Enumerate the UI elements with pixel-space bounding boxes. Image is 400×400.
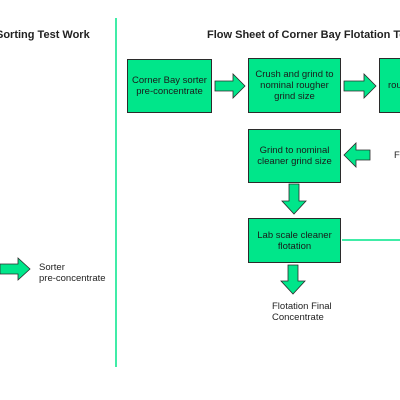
cleaner-grind-box: Grind to nominal cleaner grind size [248,129,341,183]
arrow-sorter-to-rougher-grind [214,73,246,99]
final-concentrate-label: Flotation Final Concentrate [272,301,332,323]
arrow-into-cleaner-grind [343,142,371,168]
partial-feed-label: F [394,150,400,161]
sorter-preconcentrate-label: Sorter pre-concentrate [39,262,106,284]
left-panel-title: Sorting Test Work [0,29,90,41]
cleaner-flotation-box: Lab scale cleaner flotation [248,218,341,263]
arrow-to-sorter-output [0,257,31,281]
sorter-feed-box: Corner Bay sorter pre-concentrate [127,59,212,113]
arrow-cleaner-flotation-to-final-concentrate [280,264,306,295]
arrow-cleaner-grind-to-cleaner-flotation [281,183,307,215]
rougher-grind-box: Crush and grind to nominal rougher grind… [248,58,341,113]
rougher-flotation-box: rou [379,58,400,113]
right-panel-title: Flow Sheet of Corner Bay Flotation Test [207,29,400,41]
arrow-rougher-grind-to-rougher-flotation [343,73,377,99]
